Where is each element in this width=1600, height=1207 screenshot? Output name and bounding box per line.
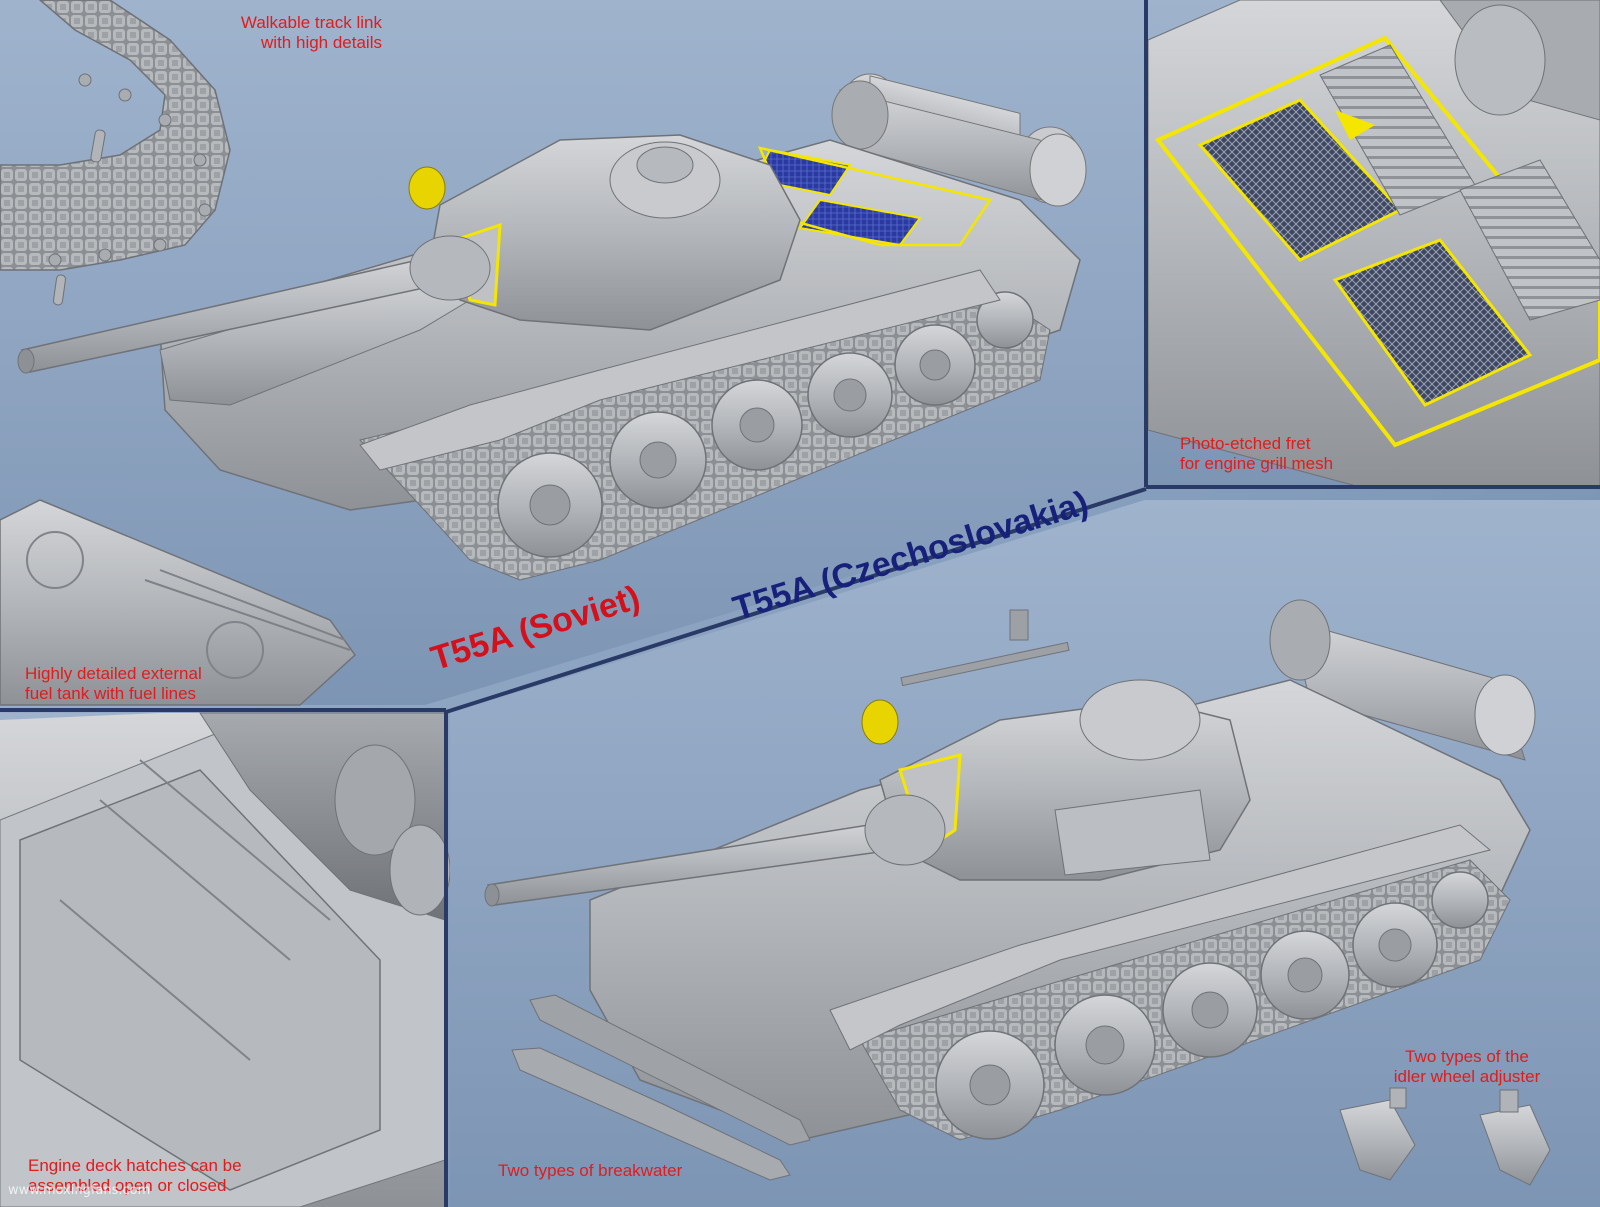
breakwater-render (511, 994, 811, 1181)
caption-fuel-tank-line2: fuel tank with fuel lines (25, 684, 197, 703)
fuel-tank-render (0, 499, 356, 706)
caption-breakwater: Two types of breakwater (498, 1161, 683, 1180)
caption-track-link: Walkable track link with high details (190, 13, 382, 53)
caption-track-link-line1: Walkable track link (240, 13, 382, 32)
caption-engine-grill: Photo-etched fret for engine grill mesh (1180, 434, 1333, 474)
track-link-render (0, 0, 231, 306)
caption-track-link-line2: with high details (261, 33, 382, 52)
czech-tank-render (484, 599, 1536, 1141)
idler-adjuster-render (1339, 1087, 1551, 1186)
caption-fuel-tank: Highly detailed external fuel tank with … (25, 664, 202, 704)
caption-engine-deck-line2: assembled open or closed (28, 1176, 227, 1195)
caption-engine-grill-line1: Photo-etched fret (1180, 434, 1311, 453)
engine-deck-panel (0, 712, 451, 1207)
caption-fuel-tank-line1: Highly detailed external (25, 664, 202, 683)
caption-idler-line1: Two types of the (1405, 1047, 1529, 1066)
caption-engine-deck: Engine deck hatches can be assembled ope… (28, 1156, 242, 1196)
engine-grill-panel (1147, 0, 1600, 488)
watermark: www.moxingfans.com (8, 1183, 151, 1198)
caption-engine-deck-line1: Engine deck hatches can be (28, 1156, 242, 1175)
caption-engine-grill-line2: for engine grill mesh (1180, 454, 1334, 473)
caption-idler-line2: idler wheel adjuster (1393, 1067, 1541, 1086)
caption-idler: Two types of the idler wheel adjuster (1362, 1047, 1572, 1087)
soviet-tank-render (17, 73, 1087, 581)
